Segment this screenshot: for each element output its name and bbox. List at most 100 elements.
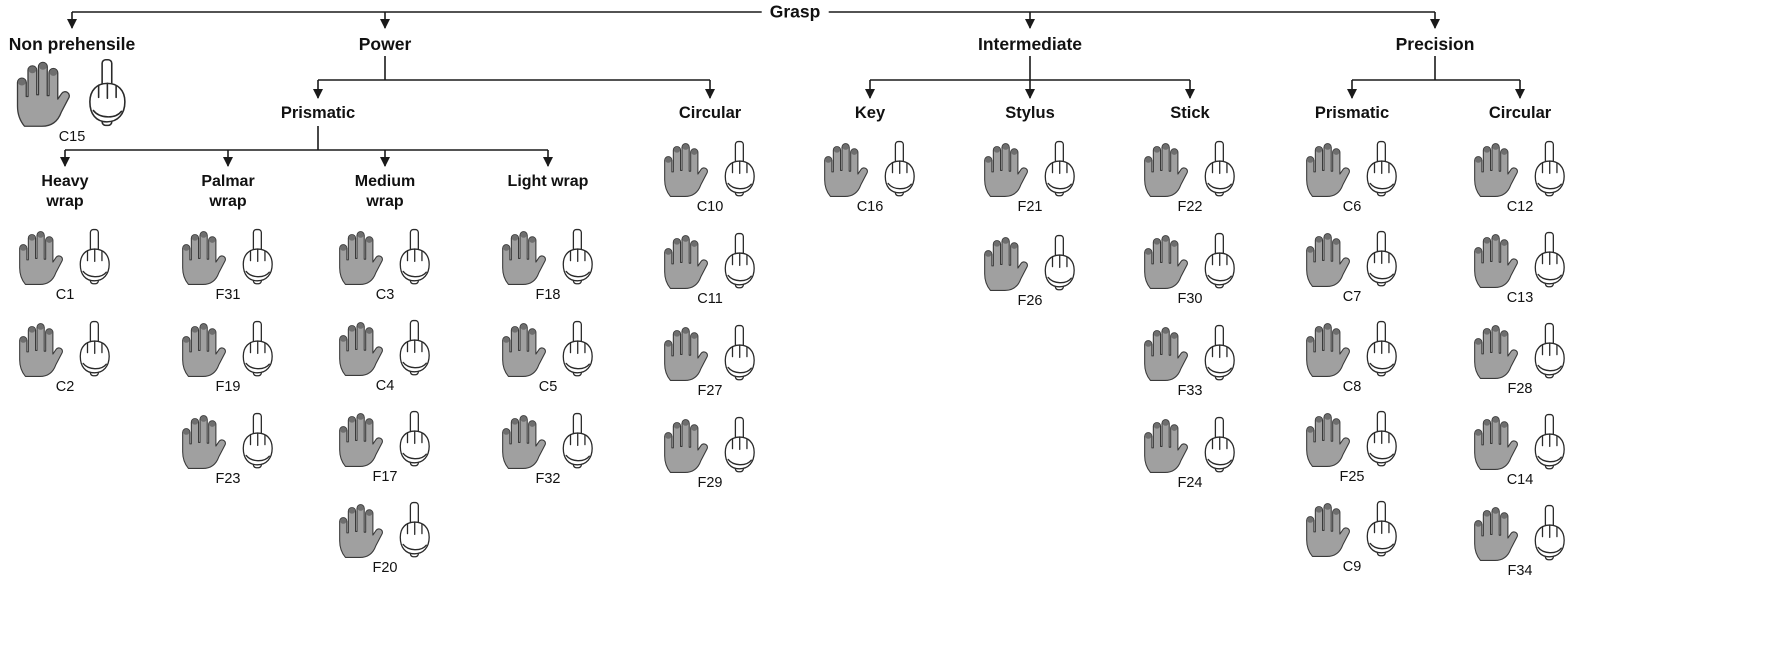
grasping-hand-icon bbox=[388, 228, 440, 286]
grasping-hand-icon bbox=[75, 58, 138, 128]
contact-hand-icon bbox=[1466, 231, 1518, 289]
contact-hand-icon bbox=[1298, 500, 1350, 558]
grasping-hand-icon bbox=[1193, 232, 1245, 290]
grasp-item: C15 bbox=[5, 58, 139, 145]
grasp-illustration bbox=[1453, 413, 1587, 471]
contact-hand-icon bbox=[976, 140, 1028, 198]
grasp-item: C8 bbox=[1285, 320, 1419, 395]
grasp-code-label: C4 bbox=[375, 378, 395, 394]
grasp-code-label: F26 bbox=[1017, 293, 1043, 309]
grasp-item: F19 bbox=[161, 320, 295, 395]
node-label-non-prehensile: Non prehensile bbox=[8, 34, 136, 54]
contact-hand-icon bbox=[331, 228, 383, 286]
grasping-hand-icon bbox=[713, 232, 765, 290]
grasping-hand-icon bbox=[1033, 234, 1085, 292]
grasping-hand-icon bbox=[231, 320, 283, 378]
grasp-illustration bbox=[1453, 231, 1587, 289]
grasp-illustration bbox=[0, 320, 132, 378]
grasping-hand-icon bbox=[231, 228, 283, 286]
grasping-hand-icon bbox=[1523, 231, 1575, 289]
contact-hand-icon bbox=[174, 228, 226, 286]
grasping-hand-icon bbox=[231, 412, 283, 470]
grasp-item: C10 bbox=[643, 140, 777, 215]
grasp-code-label: F19 bbox=[215, 379, 241, 395]
grasp-illustration bbox=[643, 416, 777, 474]
grasp-code-label: F25 bbox=[1339, 469, 1365, 485]
grasp-code-label: C1 bbox=[55, 287, 75, 303]
grasp-code-label: C2 bbox=[55, 379, 75, 395]
grasping-hand-icon bbox=[1523, 413, 1575, 471]
node-label-power-prismatic-heavy-wrap: Heavy wrap bbox=[41, 173, 89, 210]
grasp-item: F30 bbox=[1123, 232, 1257, 307]
grasp-code-label: C7 bbox=[1342, 289, 1362, 305]
node-label-precision-prismatic: Prismatic bbox=[1314, 104, 1390, 122]
grasp-code-label: C5 bbox=[538, 379, 558, 395]
grasp-code-label: F18 bbox=[535, 287, 561, 303]
contact-hand-icon bbox=[1466, 413, 1518, 471]
grasp-code-label: C15 bbox=[58, 129, 86, 145]
node-label-precision-circular: Circular bbox=[1488, 104, 1552, 122]
grasp-item: C1 bbox=[0, 228, 132, 303]
grasp-illustration bbox=[1123, 324, 1257, 382]
grasp-illustration bbox=[318, 410, 452, 468]
grasping-hand-icon bbox=[713, 140, 765, 198]
grasp-illustration bbox=[803, 140, 937, 198]
contact-hand-icon bbox=[331, 410, 383, 468]
contact-hand-icon bbox=[656, 324, 708, 382]
grasp-illustration bbox=[643, 140, 777, 198]
grasping-hand-icon bbox=[551, 228, 603, 286]
grasp-illustration bbox=[0, 228, 132, 286]
contact-hand-icon bbox=[174, 320, 226, 378]
grasp-code-label: F17 bbox=[372, 469, 398, 485]
node-label-intermediate-key: Key bbox=[854, 104, 886, 122]
node-label-power-prismatic: Prismatic bbox=[280, 104, 356, 122]
grasp-code-label: F29 bbox=[697, 475, 723, 491]
node-label-power-prismatic-medium-wrap: Medium wrap bbox=[354, 173, 416, 210]
grasp-item: F29 bbox=[643, 416, 777, 491]
grasp-item: F26 bbox=[963, 234, 1097, 309]
grasp-item: C2 bbox=[0, 320, 132, 395]
grasp-illustration bbox=[5, 58, 139, 128]
grasp-item: C5 bbox=[481, 320, 615, 395]
grasp-item: C7 bbox=[1285, 230, 1419, 305]
grasp-code-label: F31 bbox=[215, 287, 241, 303]
grasp-code-label: F33 bbox=[1177, 383, 1203, 399]
grasp-code-label: F30 bbox=[1177, 291, 1203, 307]
grasp-code-label: F21 bbox=[1017, 199, 1043, 215]
grasping-hand-icon bbox=[1193, 324, 1245, 382]
grasp-code-label: C11 bbox=[697, 291, 723, 307]
grasp-illustration bbox=[161, 320, 295, 378]
contact-hand-icon bbox=[494, 412, 546, 470]
grasping-hand-icon bbox=[1193, 416, 1245, 474]
grasp-illustration bbox=[1285, 410, 1419, 468]
grasp-illustration bbox=[318, 228, 452, 286]
grasping-hand-icon bbox=[1523, 504, 1575, 562]
grasp-code-label: C14 bbox=[1506, 472, 1534, 488]
grasp-item: C16 bbox=[803, 140, 937, 215]
grasp-illustration bbox=[481, 412, 615, 470]
grasp-illustration bbox=[963, 140, 1097, 198]
grasp-item: C13 bbox=[1453, 231, 1587, 306]
grasp-illustration bbox=[1123, 232, 1257, 290]
grasp-illustration bbox=[318, 319, 452, 377]
grasp-item: F27 bbox=[643, 324, 777, 399]
grasp-item: F20 bbox=[318, 501, 452, 576]
grasp-code-label: C10 bbox=[696, 199, 724, 215]
node-label-power-prismatic-light-wrap: Light wrap bbox=[507, 173, 589, 190]
node-label-precision: Precision bbox=[1395, 34, 1475, 54]
grasp-item: F17 bbox=[318, 410, 452, 485]
grasp-code-label: F32 bbox=[535, 471, 561, 487]
grasping-hand-icon bbox=[1355, 230, 1407, 288]
grasp-illustration bbox=[318, 501, 452, 559]
grasp-illustration bbox=[1453, 504, 1587, 562]
grasping-hand-icon bbox=[1033, 140, 1085, 198]
grasp-item: F31 bbox=[161, 228, 295, 303]
grasping-hand-icon bbox=[68, 320, 120, 378]
grasp-illustration bbox=[161, 412, 295, 470]
grasp-code-label: F34 bbox=[1507, 563, 1533, 579]
contact-hand-icon bbox=[1136, 324, 1188, 382]
grasp-item: F22 bbox=[1123, 140, 1257, 215]
contact-hand-icon bbox=[11, 228, 63, 286]
